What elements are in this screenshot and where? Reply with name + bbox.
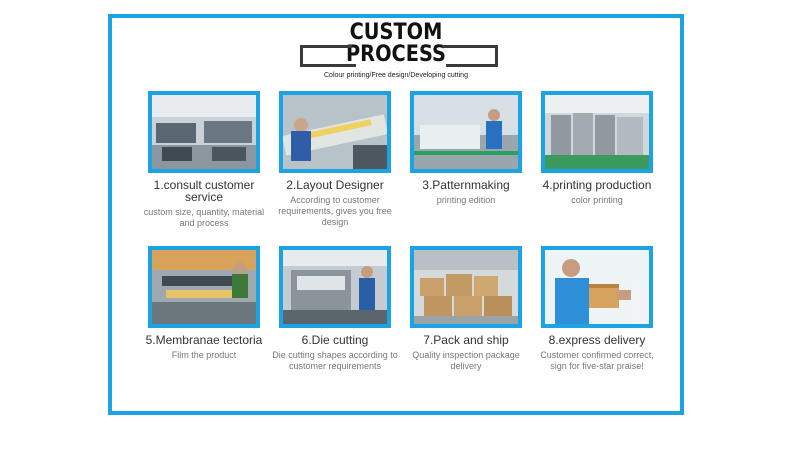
cardboard-boxes-image (414, 250, 518, 324)
step-card-4: 4.printing production color printing (531, 91, 663, 206)
bracket-left-side (300, 45, 303, 67)
laminating-machine-image (152, 250, 256, 324)
bracket-left-bottom (300, 64, 356, 67)
step-card-5: 5.Membranae tectoria Film the product (138, 246, 270, 361)
step-card-6: 6.Die cutting Die cutting shapes accordi… (269, 246, 401, 372)
photo-laminating-machine (148, 246, 260, 328)
bracket-right-side (495, 45, 498, 67)
step-card-7: 7.Pack and ship Quality inspection packa… (400, 246, 532, 372)
step-desc: printing edition (436, 195, 496, 205)
step-label: 5.Membranae tectoria (145, 333, 263, 347)
photo-cardboard-boxes (410, 246, 522, 328)
photo-die-cutting-machine (279, 246, 391, 328)
step-card-1: 1.consult customer service custom size, … (138, 91, 270, 229)
step-card-8: 8.express delivery Customer confirmed co… (531, 246, 663, 372)
step-label: 8.express delivery (548, 333, 646, 347)
step-desc: Die cutting shapes according to customer… (272, 350, 398, 371)
photo-printing-press (541, 91, 653, 173)
title-block: CUSTOM PROCESS (112, 22, 680, 66)
bracket-left-top (300, 45, 352, 48)
step-card-2: 2.Layout Designer According to customer … (269, 91, 401, 228)
office-cubicles-image (152, 95, 256, 169)
photo-courier-handing-box (541, 246, 653, 328)
step-label: 4.printing production (542, 178, 652, 192)
photo-plate-making (410, 91, 522, 173)
step-label: 6.Die cutting (301, 333, 369, 347)
process-frame: CUSTOM PROCESS Colour printing/Free desi… (108, 14, 684, 415)
photo-worker-at-press (279, 91, 391, 173)
step-desc: color printing (571, 195, 623, 205)
subtitle: Colour printing/Free design/Developing c… (324, 72, 468, 79)
step-desc: Film the product (171, 350, 237, 360)
step-label: 1.consult customer service (153, 178, 255, 204)
bracket-right-bottom (446, 64, 498, 67)
title-line-2: PROCESS (345, 42, 447, 67)
courier-handing-box-image (545, 250, 649, 324)
plate-making-image (414, 95, 518, 169)
worker-at-press-image (283, 95, 387, 169)
step-label: 7.Pack and ship (423, 333, 509, 347)
step-desc: According to customer requirements, give… (278, 195, 392, 227)
title-line-1: CUSTOM (349, 20, 443, 45)
die-cutting-machine-image (283, 250, 387, 324)
step-desc: custom size, quantity, material and proc… (143, 207, 265, 228)
step-card-3: 3.Patternmaking printing edition (400, 91, 532, 206)
bracket-right-top (442, 45, 498, 48)
step-label: 3.Patternmaking (422, 178, 510, 192)
photo-office-cubicles (148, 91, 260, 173)
printing-press-image (545, 95, 649, 169)
step-desc: Customer confirmed correct, sign for fiv… (540, 350, 654, 371)
step-label: 2.Layout Designer (286, 178, 384, 192)
step-desc: Quality inspection package delivery (412, 350, 520, 371)
